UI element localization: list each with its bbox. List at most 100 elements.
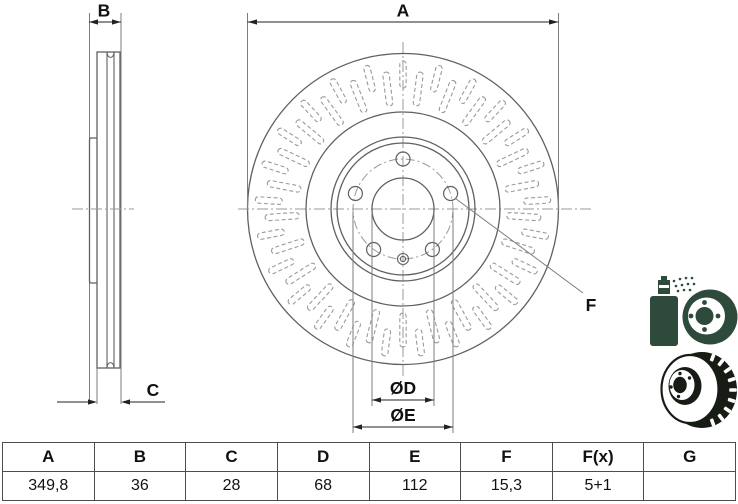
dim-label-d: ØD	[390, 378, 416, 398]
vent-slot	[412, 71, 424, 107]
vent-slot	[501, 238, 535, 255]
vent-slot	[521, 228, 549, 240]
dim-label-f: F	[586, 295, 597, 315]
value-cell-f: 15,3	[460, 471, 553, 501]
vent-slot	[496, 147, 529, 168]
arrowhead	[88, 399, 97, 405]
arrowhead	[372, 397, 381, 403]
spray-dots	[672, 276, 696, 293]
arrowhead	[549, 19, 559, 25]
vent-slot	[462, 96, 486, 127]
vent-slot	[300, 99, 322, 123]
vent-slot	[504, 179, 540, 193]
vent-slot	[450, 299, 472, 331]
rim-vent-slots	[709, 353, 737, 427]
arrowhead	[89, 19, 98, 25]
vent-slot	[504, 127, 530, 147]
bolt-holes	[347, 151, 459, 258]
header-cell-f: F	[460, 442, 553, 472]
arrowhead	[353, 424, 362, 430]
vent-slot	[511, 258, 538, 275]
value-cell-g	[643, 471, 736, 501]
value-cell-c: 28	[185, 471, 278, 501]
bolt-hole	[366, 241, 382, 258]
arrowhead	[247, 19, 257, 25]
vent-slots	[254, 60, 552, 357]
vent-cap-bottom	[106, 362, 115, 368]
bolt-hole	[424, 241, 440, 258]
vent-slot	[399, 312, 407, 348]
vent-slot	[381, 328, 392, 357]
dim-label-b: B	[98, 1, 111, 21]
header-cell-d: D	[276, 442, 370, 472]
dimension-c: C	[57, 380, 165, 405]
vent-slot	[287, 284, 312, 306]
vent-slot	[481, 119, 511, 145]
vent-slot	[517, 160, 545, 175]
arrowhead	[444, 424, 453, 430]
vent-slot	[266, 179, 302, 193]
bolt-hole	[395, 151, 411, 167]
header-cell-b: B	[93, 442, 187, 472]
header-cell-g: G	[643, 442, 736, 472]
vent-slot	[277, 147, 310, 168]
vent-slot	[399, 60, 407, 89]
vent-slot	[334, 299, 356, 331]
bolt-circle	[352, 158, 454, 260]
spray-can-icon	[650, 276, 678, 346]
vent-slot	[459, 78, 477, 104]
arrowhead	[121, 399, 130, 405]
front-view	[238, 42, 592, 378]
vent-slot	[261, 160, 289, 175]
value-cell-d: 68	[276, 471, 370, 501]
bolt-hole	[443, 185, 459, 202]
hub-3d	[668, 367, 702, 405]
vent-slot	[489, 262, 521, 285]
vent-slot	[494, 284, 519, 306]
header-cell-e: E	[368, 442, 462, 472]
vent-slot	[295, 119, 325, 145]
value-cell-a: 349,8	[2, 471, 95, 501]
dimension-a: A	[247, 1, 559, 211]
vent-slot	[472, 305, 492, 330]
dimension-d: ØD	[371, 212, 435, 406]
header-cell-fx: F(x)	[551, 442, 645, 472]
table-header-row: A B C D E F F(x) G	[2, 442, 736, 472]
dimensions-table: A B C D E F F(x) G 349,8 36 28 68 112 15…	[2, 442, 736, 501]
vent-slot	[254, 196, 283, 205]
vent-slot	[264, 211, 300, 222]
center-bore-circle	[371, 177, 435, 241]
dimension-b: B	[89, 1, 121, 25]
value-cell-b: 36	[93, 471, 187, 501]
hub-hat-section	[88, 137, 97, 284]
vent-slot	[363, 64, 376, 93]
disc-section-outline	[96, 51, 121, 369]
dim-label-c: C	[147, 380, 160, 400]
table-value-row: 349,8 36 28 68 112 15,3 5+1	[2, 471, 736, 501]
vent-slot	[268, 258, 295, 275]
vent-slot	[345, 320, 362, 348]
vent-slot	[430, 64, 443, 93]
vent-slot	[444, 320, 461, 348]
vent-slot	[382, 71, 394, 107]
hub-hat-outer-circle	[330, 136, 476, 282]
vent-cap-top	[106, 52, 115, 58]
dimension-e: ØE	[352, 212, 454, 433]
vent-slot	[307, 283, 334, 312]
vent-slot	[472, 283, 499, 312]
dim-label-a: A	[397, 1, 410, 21]
vent-slot	[329, 78, 347, 104]
vent-slot	[271, 238, 305, 255]
header-cell-a: A	[2, 442, 95, 472]
coated-disc-front	[682, 289, 738, 345]
vent-slot	[506, 211, 542, 222]
technical-drawing: A B C ØD ØE F	[57, 1, 738, 433]
leader-line-f	[455, 198, 584, 294]
friction-ring-inner-circle	[305, 111, 501, 307]
header-cell-c: C	[185, 442, 278, 472]
value-cell-e: 112	[368, 471, 462, 501]
vent-slot	[438, 79, 457, 114]
coated-disc-spray-icon	[650, 276, 738, 346]
arrowhead	[425, 397, 434, 403]
